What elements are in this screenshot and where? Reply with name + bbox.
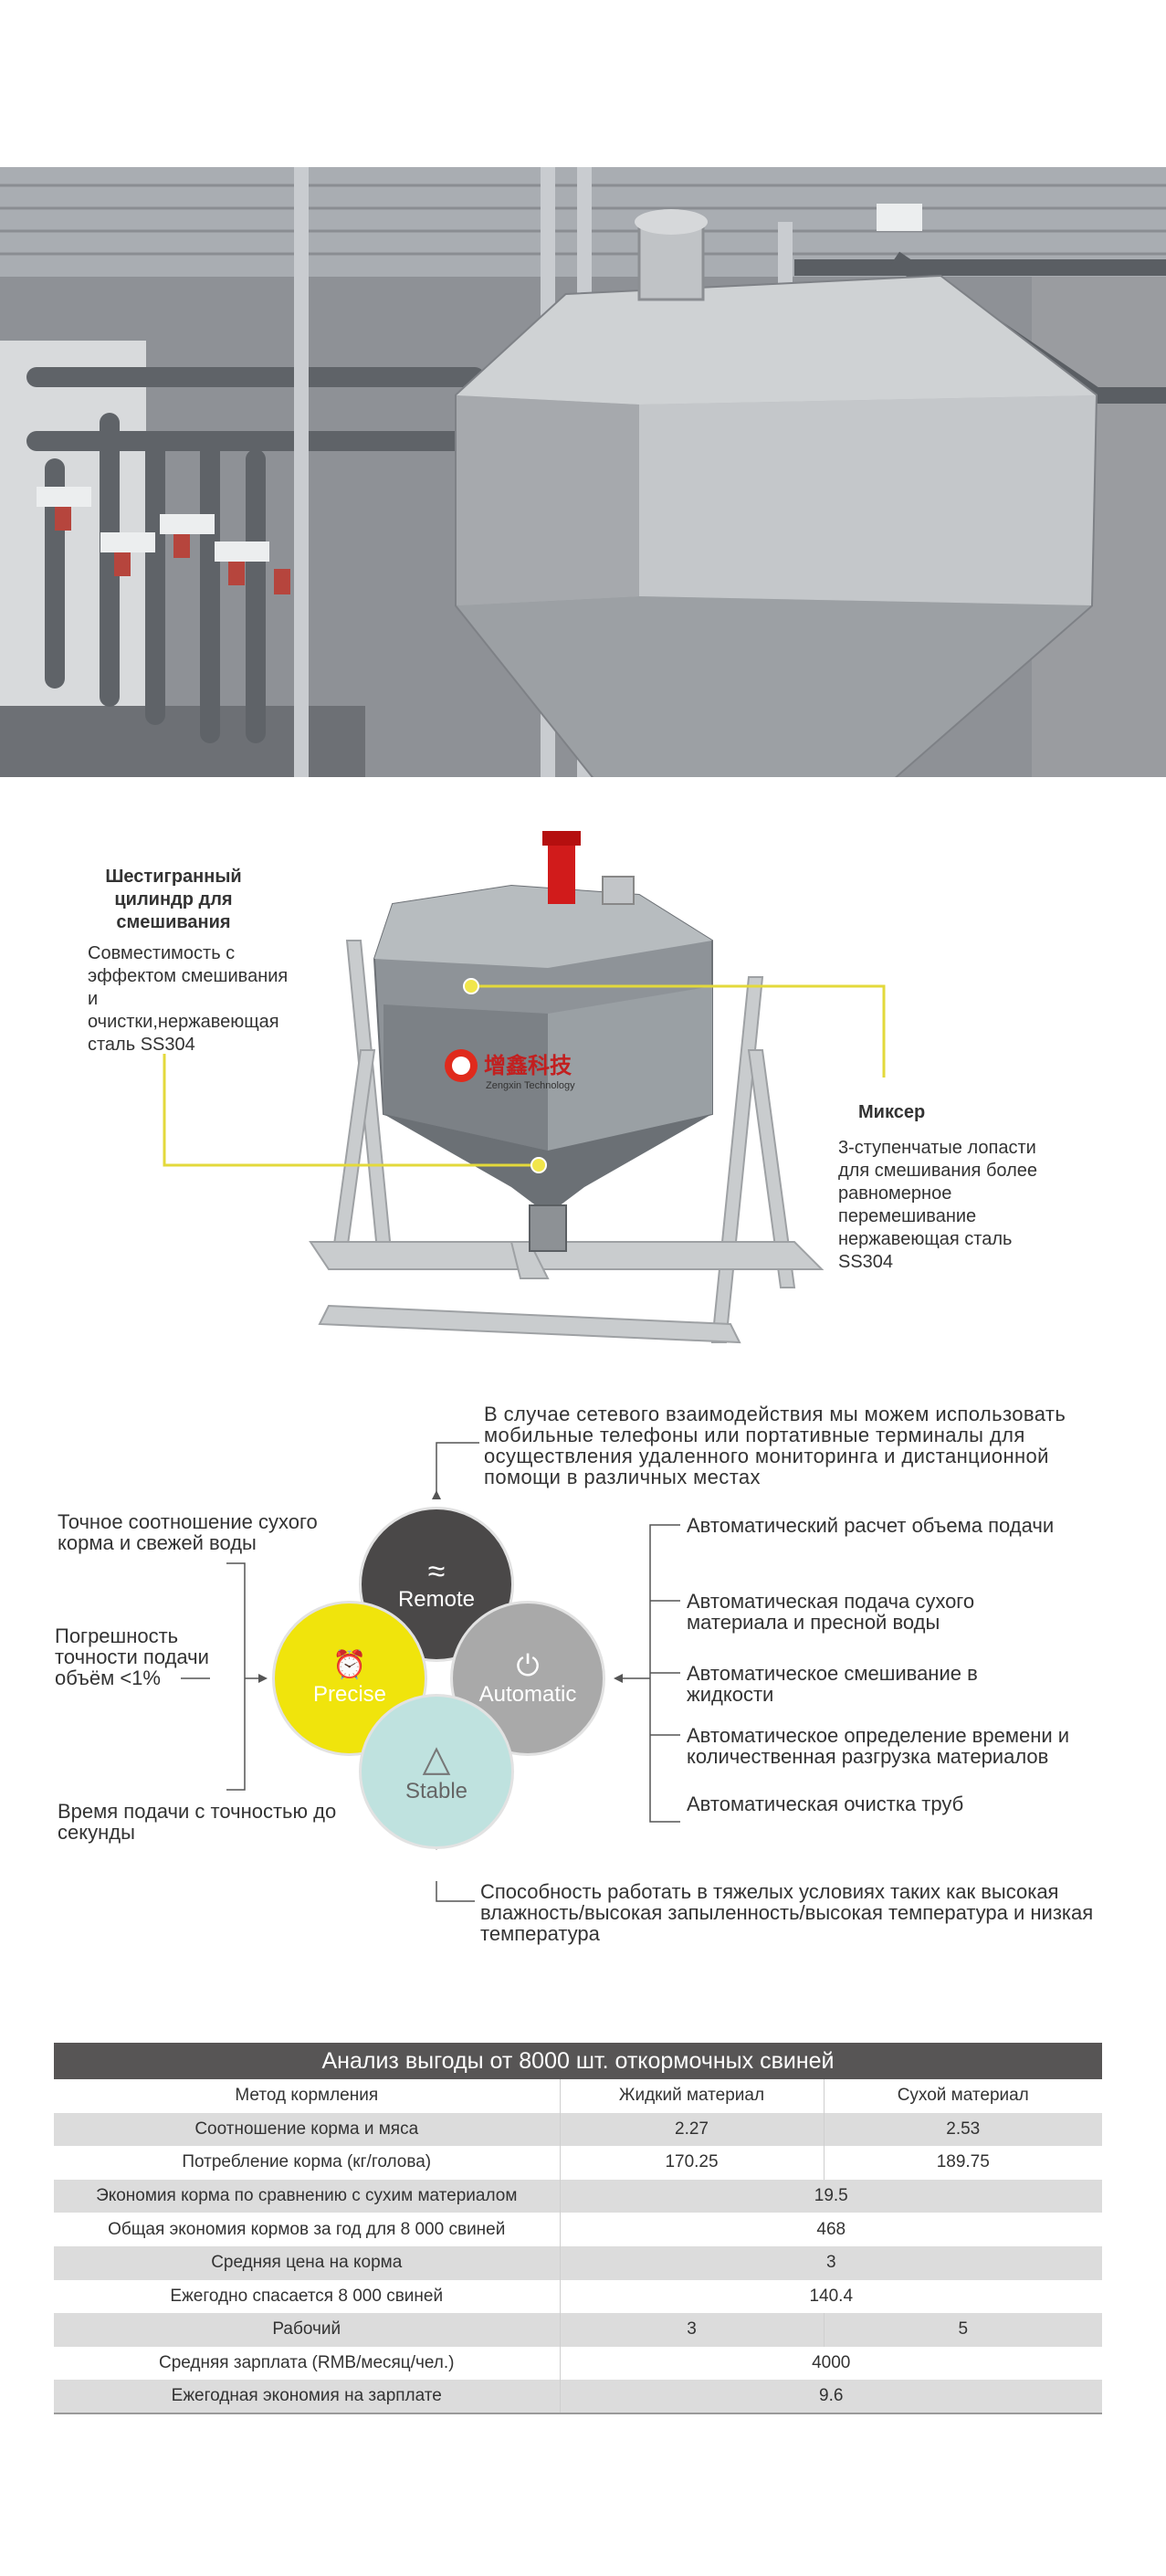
features-diagram: ≈ Remote ⏻ Automatic ⏰ Precise △ Stable … [0,1388,1166,1972]
precise-point-2: Погрешность точности подачи объём <1% [55,1624,209,1689]
triangle-icon: △ [422,1739,451,1779]
mixing-cylinder-desc: Совместимость с эффектом смешивания и оч… [88,943,289,1055]
row-value: 189.75 [936,2152,990,2172]
auto-point-4: Автоматическое определение времени и кол… [687,1724,1070,1768]
row-value: 140.4 [809,2286,854,2306]
mixer-desc: 3-ступенчатые лопасти для смешивания бол… [838,1138,1037,1272]
precise-point-3: Время подачи с точностью до секунды [58,1800,337,1844]
table-row: Рабочий 3 5 [54,2313,1102,2347]
row-value: 19.5 [560,2179,1102,2213]
auto-point-2: Автоматическая подача сухого материала и… [687,1590,975,1634]
power-icon: ⏻ [516,1649,540,1682]
table-row: Средняя цена на корма 3 [54,2245,1102,2280]
row-value: 2.27 [560,2112,825,2147]
auto-point-3: Автоматическое смешивание в жидкости [687,1662,978,1706]
mixer-title: Миксер [858,1102,926,1122]
row-value: 468 [816,2219,846,2239]
row-label: Средняя цена на корма [54,2245,561,2280]
stable-circle: △ Stable [359,1694,514,1849]
row-value: 2.53 [824,2112,1102,2147]
row-value: 4000 [812,2353,851,2373]
benefit-table-grid: Метод кормления Жидкий материал Сухой ма… [54,2079,1102,2414]
row-value: 9.6 [560,2380,1102,2414]
remote-note: В случае сетевого взаимодействия мы може… [484,1403,1066,1488]
factory-photo [0,167,1166,777]
row-label: Потребление корма (кг/голова) [54,2146,561,2180]
row-value: 3 [560,2313,825,2347]
row-label: Экономия корма по сравнению с сухим мате… [54,2179,561,2213]
table-row: Ежегодная экономия на зарплате 9.6 [54,2380,1102,2414]
row-value: 5 [824,2313,1102,2347]
brand-logo-cn: 增鑫科技 [484,1053,572,1078]
precise-point-1: Точное соотношение сухого корма и свежей… [58,1510,318,1554]
mixer-illustration: 增鑫科技 Zengxin Technology [163,831,886,1344]
factory-photo-drawing [0,167,1166,777]
wifi-icon: ≈ [427,1554,446,1589]
header-cell: Метод кормления [54,2079,561,2113]
row-label: Ежегодно спасается 8 000 свиней [54,2279,561,2314]
row-label: Средняя зарплата (RMB/месяц/чел.) [54,2346,561,2381]
precise-label: Precise [312,1682,387,1707]
header-cell: Сухой материал [897,2086,1029,2106]
auto-point-1: Автоматический расчет объема подачи [687,1514,1055,1537]
row-label: Ежегодная экономия на зарплате [54,2380,561,2414]
table-header-row: Метод кормления Жидкий материал Сухой ма… [54,2079,1102,2113]
header-cell: Жидкий материал [560,2079,825,2113]
brand-logo-en: Zengxin Technology [486,1080,575,1091]
stable-note: Способность работать в тяжелых условиях … [480,1880,1094,1945]
mixing-cylinder-title: Шестигранный цилиндр для смешивания [105,867,242,932]
row-label: Общая экономия кормов за год для 8 000 с… [54,2213,561,2246]
table-row: Средняя зарплата (RMB/месяц/чел.) 4000 [54,2346,1102,2381]
row-label: Соотношение корма и мяса [54,2112,561,2147]
stable-label: Stable [404,1779,468,1803]
alarm-clock-icon: ⏰ [332,1650,367,1680]
benefit-table: Анализ выгоды от 8000 шт. откормочных св… [54,2043,1102,2414]
automatic-label: Automatic [478,1682,577,1707]
row-value: 170.25 [560,2146,825,2180]
features-connectors [181,1442,680,1902]
row-value: 3 [560,2245,1102,2280]
mixer-diagram: 增鑫科技 Zengxin Technology Шестигранный цил… [0,813,1166,1361]
auto-point-5: Автоматическая очистка труб [687,1793,964,1815]
table-row: Соотношение корма и мяса 2.27 2.53 [54,2112,1102,2147]
row-label: Рабочий [54,2313,561,2347]
table-row: Ежегодно спасается 8 000 свиней 140.4 [54,2279,1102,2314]
table-row: Потребление корма (кг/голова) 170.25 189… [54,2146,1102,2180]
table-row: Общая экономия кормов за год для 8 000 с… [54,2213,1102,2246]
table-row: Экономия корма по сравнению с сухим мате… [54,2179,1102,2213]
remote-label: Remote [397,1587,476,1612]
table-title: Анализ выгоды от 8000 шт. откормочных св… [54,2043,1102,2079]
